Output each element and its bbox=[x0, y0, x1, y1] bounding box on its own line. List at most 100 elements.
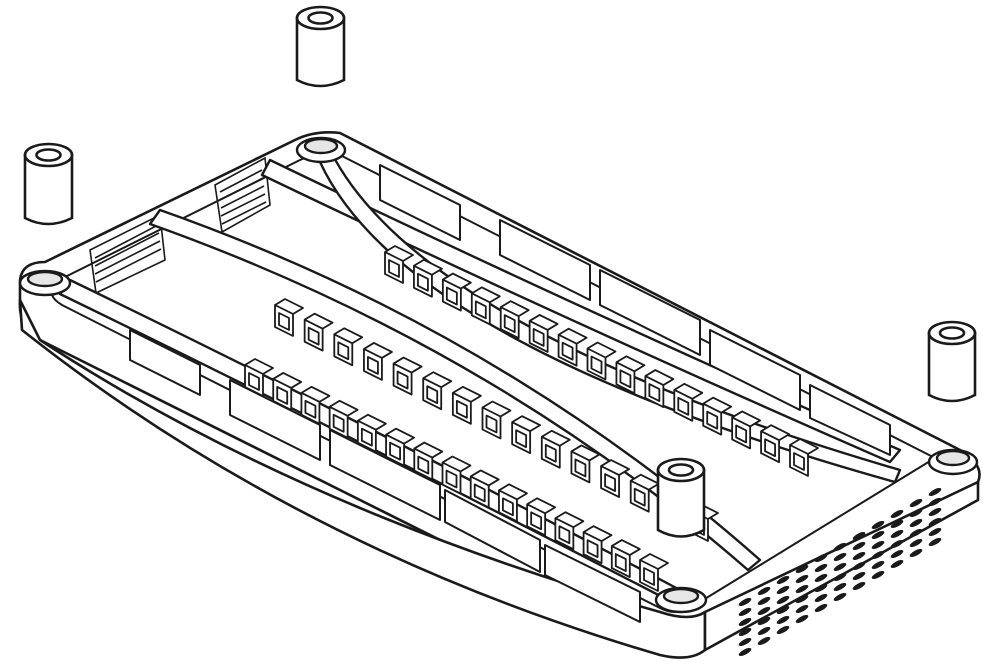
pegs bbox=[23, 5, 977, 538]
rib-cell-window bbox=[586, 539, 599, 559]
rib-cell-window bbox=[332, 413, 345, 433]
vent-slot bbox=[852, 581, 866, 591]
vent-slot bbox=[852, 541, 866, 551]
rib-cell-window bbox=[619, 369, 632, 389]
vent-slot bbox=[757, 616, 771, 626]
vent-slot bbox=[776, 605, 790, 615]
vent-slot bbox=[852, 561, 866, 571]
vent-slot bbox=[738, 597, 752, 607]
compartments bbox=[129, 164, 891, 623]
vent-slot bbox=[757, 636, 771, 646]
vent-slot bbox=[890, 549, 904, 559]
rib-cell-window bbox=[558, 525, 571, 545]
rib-cell-window bbox=[532, 328, 545, 347]
vent-slot bbox=[757, 586, 771, 596]
vent-slot bbox=[871, 550, 885, 560]
rib-cell-window bbox=[544, 443, 557, 463]
rib-cell-grid bbox=[244, 245, 819, 592]
rib-cell-window bbox=[445, 469, 458, 489]
vent-slot bbox=[909, 538, 923, 548]
vent-slot bbox=[757, 626, 771, 636]
vent-slot bbox=[852, 551, 866, 561]
vent-slot bbox=[738, 637, 752, 647]
vent-slot bbox=[871, 520, 885, 530]
vent-slot bbox=[890, 559, 904, 569]
vent-slot bbox=[814, 563, 828, 573]
vent-slot bbox=[757, 606, 771, 616]
vent-slot bbox=[871, 560, 885, 570]
vent-slot bbox=[738, 607, 752, 617]
rib-cell-window bbox=[735, 424, 748, 444]
vent-slot bbox=[909, 528, 923, 538]
vent-slot bbox=[776, 575, 790, 585]
vent-slot bbox=[890, 529, 904, 539]
vent-slot bbox=[928, 517, 942, 527]
vent-slot bbox=[852, 571, 866, 581]
brace-cross-a bbox=[148, 208, 762, 572]
vent-slot bbox=[833, 562, 847, 572]
rib-cell-window bbox=[502, 497, 514, 517]
vent-slot bbox=[795, 574, 809, 584]
vent-slot bbox=[776, 625, 790, 635]
rib-cell-window bbox=[304, 399, 317, 419]
vent-slot bbox=[833, 582, 847, 592]
vent-slot bbox=[928, 527, 942, 537]
vent-slot bbox=[814, 593, 828, 603]
rib-cell-window bbox=[643, 567, 655, 586]
vent-slot bbox=[795, 614, 809, 624]
rib-cell-window bbox=[337, 341, 350, 361]
rib-cell-window bbox=[793, 452, 805, 471]
vent-slot bbox=[833, 552, 847, 562]
socket-front bbox=[654, 586, 708, 614]
rib-cell-window bbox=[455, 399, 468, 419]
peg-right-icon bbox=[927, 320, 977, 403]
rib-cell-window bbox=[417, 272, 429, 292]
rib-cell-window bbox=[604, 473, 616, 492]
rib-cell-window bbox=[445, 286, 458, 306]
vent-slot bbox=[871, 530, 885, 540]
rib-cell-window bbox=[677, 396, 690, 416]
rib-cell-window bbox=[530, 511, 543, 531]
rib-cell-window bbox=[574, 458, 587, 478]
vent-slot bbox=[909, 548, 923, 558]
vent-slot bbox=[795, 594, 809, 604]
vent-slot bbox=[833, 572, 847, 582]
leg-sockets bbox=[18, 136, 979, 614]
vent-slot bbox=[890, 509, 904, 519]
socket-right bbox=[927, 448, 979, 476]
vent-slots bbox=[738, 487, 942, 657]
vent-slot bbox=[757, 596, 771, 606]
vent-slot bbox=[833, 542, 847, 552]
vent-slot bbox=[776, 615, 790, 625]
vent-slot bbox=[814, 573, 828, 583]
rib-cell-window bbox=[426, 385, 439, 405]
vent-slot bbox=[909, 518, 923, 528]
vent-slot bbox=[776, 585, 790, 595]
socket-left bbox=[18, 269, 72, 297]
vent-slot bbox=[738, 627, 752, 637]
rib-cell-window bbox=[276, 386, 289, 405]
vent-slot bbox=[909, 508, 923, 518]
vent-slot bbox=[928, 507, 942, 517]
vent-slot bbox=[871, 570, 885, 580]
rib-cell-window bbox=[503, 314, 516, 334]
rib-cell-window bbox=[614, 553, 627, 572]
rib-cell-window bbox=[473, 483, 486, 503]
vent-slot bbox=[814, 583, 828, 593]
rib-cell-window bbox=[474, 300, 487, 320]
rib-cell-window bbox=[633, 487, 646, 507]
rib-cell-window bbox=[485, 414, 498, 434]
vent-slot bbox=[738, 617, 752, 627]
vent-slot bbox=[890, 539, 904, 549]
rib-cell-window bbox=[360, 427, 373, 447]
vent-slot bbox=[890, 519, 904, 529]
vent-slot bbox=[795, 604, 809, 614]
rib-cell-window bbox=[388, 259, 400, 278]
vent-slot bbox=[928, 487, 942, 497]
rib-cell-window bbox=[367, 356, 379, 375]
rib-cell-window bbox=[706, 410, 719, 430]
vent-slot bbox=[776, 595, 790, 605]
peg-top-icon bbox=[295, 5, 346, 88]
